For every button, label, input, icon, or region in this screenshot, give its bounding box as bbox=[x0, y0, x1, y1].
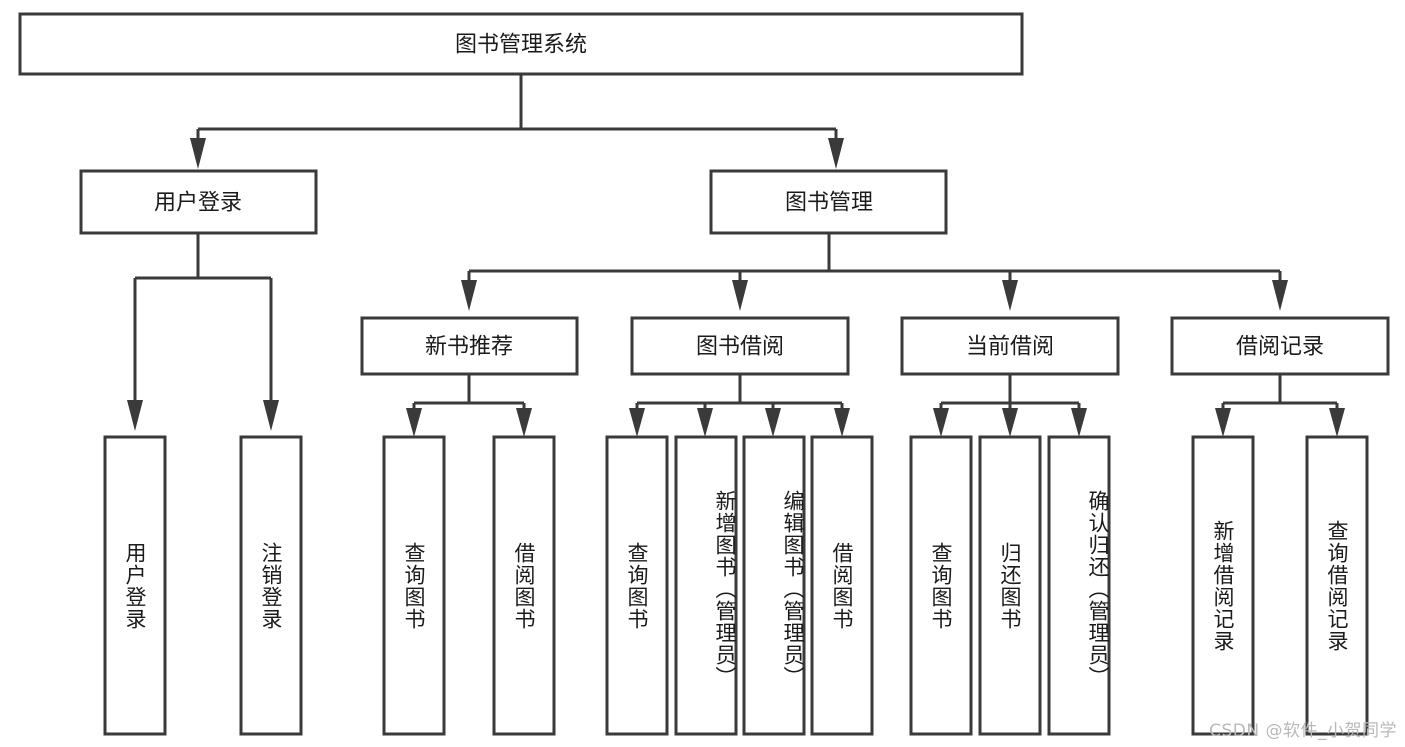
node-leaf-query-record[interactable] bbox=[1305, 435, 1369, 736]
node-leaf-confirm-return[interactable] bbox=[1047, 435, 1111, 736]
arrow-to-leaf-query-book-1 bbox=[406, 408, 422, 437]
arrow-to-leaf-confirm-return bbox=[1071, 408, 1087, 437]
node-leaf-logout-login[interactable] bbox=[239, 435, 303, 736]
node-leaf-borrow-book-1[interactable] bbox=[492, 435, 556, 736]
node-user-login-label: 用户登录 bbox=[154, 191, 242, 216]
arrow-to-leaf-add-record bbox=[1215, 408, 1231, 437]
csdn-watermark: CSDN @软件_小贺同学 bbox=[1209, 721, 1397, 741]
arrow-to-current-borrow bbox=[1002, 280, 1018, 311]
node-leaf-return-book[interactable] bbox=[978, 435, 1042, 736]
node-borrow-record[interactable] bbox=[1170, 316, 1390, 376]
node-current-borrow-label: 当前借阅 bbox=[966, 335, 1054, 360]
arrow-to-leaf-add-book bbox=[697, 408, 713, 437]
node-book-borrow[interactable] bbox=[630, 316, 850, 376]
node-leaf-borrow-book-2[interactable] bbox=[810, 435, 874, 736]
node-book-management[interactable] bbox=[709, 169, 948, 235]
node-leaf-query-book-3[interactable] bbox=[909, 435, 973, 736]
arrow-to-leaf-query-book-2 bbox=[629, 408, 645, 437]
node-borrow-record-label: 借阅记录 bbox=[1236, 335, 1324, 360]
node-current-borrow[interactable] bbox=[900, 316, 1120, 376]
arrow-to-leaf-query-book-3 bbox=[933, 408, 949, 437]
arrow-to-leaf-return-book bbox=[1002, 408, 1018, 437]
node-root[interactable] bbox=[18, 12, 1024, 76]
arrow-to-book-management bbox=[828, 138, 844, 169]
arrow-to-new-book-recommend bbox=[461, 280, 477, 311]
arrow-to-leaf-borrow-book-1 bbox=[516, 408, 532, 437]
node-book-borrow-label: 图书借阅 bbox=[696, 335, 784, 360]
node-leaf-edit-book[interactable] bbox=[742, 435, 806, 736]
arrow-to-leaf-user-login bbox=[127, 400, 143, 431]
node-book-management-label: 图书管理 bbox=[785, 191, 873, 216]
node-new-book-recommend-label: 新书推荐 bbox=[425, 335, 513, 360]
arrow-to-leaf-edit-book bbox=[765, 408, 781, 437]
arrow-to-borrow-record bbox=[1272, 280, 1288, 311]
arrow-to-user-login bbox=[190, 138, 206, 169]
node-root-label: 图书管理系统 bbox=[455, 33, 587, 58]
node-leaf-add-book[interactable] bbox=[674, 435, 738, 736]
arrow-to-leaf-borrow-book-2 bbox=[834, 408, 850, 437]
node-new-book-recommend[interactable] bbox=[360, 316, 579, 376]
connector-layer bbox=[127, 74, 1345, 437]
arrow-to-book-borrow bbox=[732, 280, 748, 311]
arrow-to-leaf-query-record bbox=[1329, 408, 1345, 437]
arrow-to-leaf-logout-login bbox=[263, 400, 279, 431]
node-leaf-user-login[interactable] bbox=[103, 435, 167, 736]
node-layer: 图书管理系统 用户登录 图书管理 新书推荐 图书借阅 当前借阅 借阅记录 bbox=[18, 12, 1390, 736]
node-user-login[interactable] bbox=[79, 169, 318, 235]
node-leaf-query-book-2[interactable] bbox=[605, 435, 669, 736]
node-leaf-add-record[interactable] bbox=[1191, 435, 1255, 736]
node-leaf-query-book-1[interactable] bbox=[382, 435, 446, 736]
